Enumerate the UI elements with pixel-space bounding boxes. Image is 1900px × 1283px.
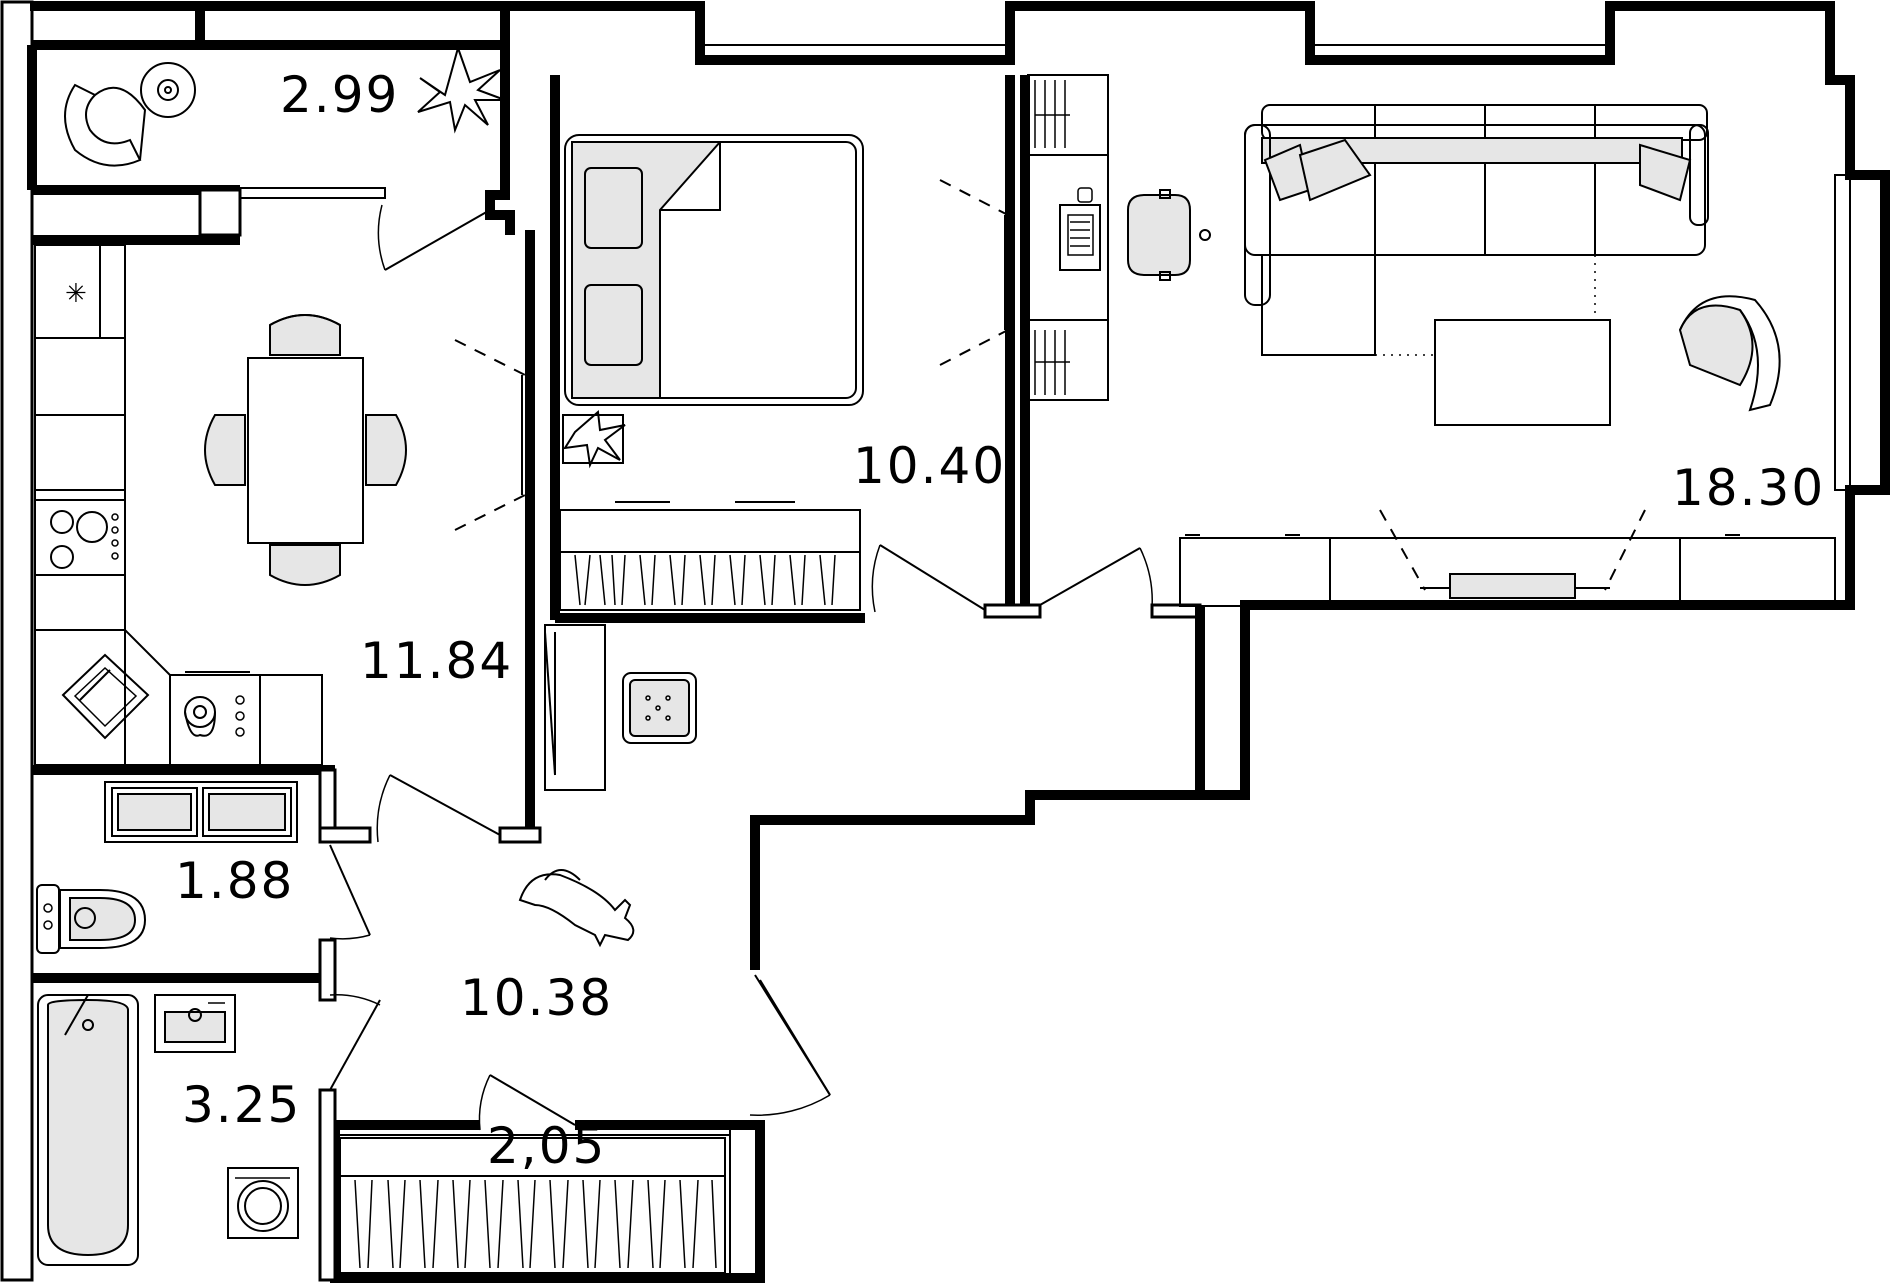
area-labels: 2.99 11.84 10.40 18.30 1.88 10.38 3.25 2…: [175, 66, 1825, 1175]
opening-bedroom-bottom: [939, 329, 1009, 366]
desk-icon: [1027, 74, 1109, 401]
office-chair-icon: [1127, 189, 1211, 281]
svg-text:✳: ✳: [65, 279, 87, 309]
armchair-icon: [1678, 295, 1781, 412]
laundry-basket-icon: [622, 672, 697, 744]
toilet-furniture: [36, 781, 298, 954]
washing-machine-icon: [227, 1167, 299, 1239]
washbasin-icon: [104, 781, 298, 843]
door-toilet: [329, 844, 371, 936]
washbasin-icon: [154, 994, 236, 1053]
kitchen-corner-counter: [34, 629, 171, 766]
bed-icon: [564, 134, 864, 406]
door-storage: [489, 1074, 576, 1126]
opening-bedroom-top: [939, 179, 1009, 216]
armchair-icon: [64, 83, 147, 167]
area-label-living-room: 18.30: [1672, 459, 1825, 517]
balcony-outline: [32, 1, 515, 235]
area-label-storage: 2,05: [487, 1117, 606, 1175]
doors: [329, 179, 1153, 1131]
bedroom-furniture: [559, 134, 864, 611]
side-table-icon: [140, 62, 196, 118]
hallway-furniture: [518, 624, 697, 948]
area-label-bedroom: 10.40: [853, 437, 1006, 495]
door-storage-arc: [478, 1074, 491, 1131]
opening-kitchen-bottom: [454, 494, 526, 531]
door-bedroom-arc: [871, 544, 881, 613]
area-label-bathroom: 3.25: [182, 1076, 301, 1134]
chair-right-icon: [365, 414, 407, 486]
chair-left-icon: [204, 414, 246, 486]
window-living-side: [1834, 174, 1851, 491]
bathtub-icon: [37, 994, 139, 1266]
wall-stub-kitchen-door: [498, 826, 542, 844]
kettle-icon: [184, 695, 245, 737]
area-label-kitchen: 11.84: [360, 632, 513, 690]
door-balcony-arc: [377, 204, 386, 271]
area-label-hallway: 10.38: [460, 969, 613, 1027]
balcony-wall-block: [198, 188, 242, 237]
door-toilet-arc: [329, 934, 371, 940]
window-living: [1309, 44, 1611, 64]
wall-left: [0, 0, 34, 1282]
coffee-table-icon: [1434, 319, 1611, 426]
stove-icon: [34, 499, 126, 576]
door-living-arc: [1139, 547, 1153, 609]
toilet-icon: [36, 884, 147, 954]
living-furniture: [1027, 74, 1836, 607]
wardrobe-icon: [559, 501, 861, 611]
window-balcony: [239, 187, 386, 199]
chair-top-icon: [269, 314, 341, 356]
wall-stub-toilet-h: [318, 826, 372, 844]
sofa-icon: [1244, 104, 1709, 356]
balcony-furniture: [64, 44, 506, 167]
wall-stub-bathroom: [318, 1088, 337, 1282]
kitchen-counter: [34, 244, 126, 766]
door-entrance-arc: [749, 1094, 831, 1116]
kitchen-counter-bottom: [169, 674, 323, 766]
rabbit-icon: [518, 869, 635, 948]
door-bathroom: [329, 999, 381, 1091]
wall-stub-bedroom: [983, 603, 1042, 619]
tv-unit-icon: [1179, 509, 1836, 607]
door-balcony: [384, 209, 491, 271]
bathroom-furniture: [37, 994, 299, 1266]
shoe-cabinet-icon: [544, 624, 606, 791]
door-entrance: [759, 979, 831, 1096]
sink-icon: [61, 653, 150, 740]
storage-furniture: [339, 1137, 726, 1274]
plant-icon: [562, 409, 626, 469]
door-bathroom-arc: [329, 994, 381, 1006]
opening-kitchen-top: [454, 339, 526, 376]
pillow-icon: [584, 167, 643, 366]
wall-stub-toilet-b: [318, 938, 337, 1002]
door-living: [1039, 547, 1141, 606]
window-bedroom: [699, 44, 1011, 64]
plant-icon: [417, 44, 506, 134]
area-label-balcony: 2.99: [280, 66, 399, 124]
door-kitchen-arc: [376, 774, 391, 843]
area-label-toilet: 1.88: [175, 852, 294, 910]
door-kitchen: [389, 774, 501, 836]
chair-bottom-icon: [269, 544, 341, 586]
door-bedroom: [879, 544, 986, 611]
wall-outline-top: [30, 1, 1890, 970]
laptop-icon: [1059, 204, 1101, 271]
kitchen-furniture: ✳: [34, 244, 407, 766]
table-icon: [247, 357, 364, 544]
interior-walls: [32, 75, 1205, 1282]
fridge-icon: ✳: [65, 279, 87, 309]
wardrobe-icon: [339, 1137, 726, 1274]
